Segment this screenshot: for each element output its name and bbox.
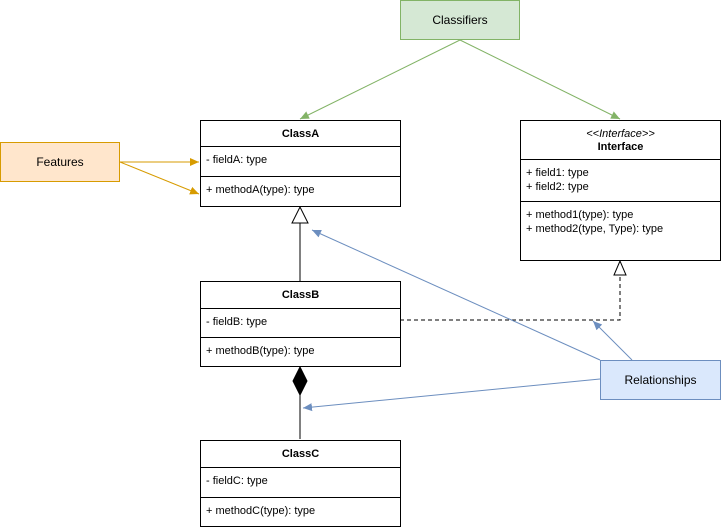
classifiers-to-classa-arrow bbox=[299, 39, 461, 120]
interface-field: + field1: type bbox=[526, 167, 589, 179]
classifiers-to-interface-arrow bbox=[459, 39, 621, 120]
class-a-field: - fieldA: type bbox=[206, 154, 268, 166]
class-b-name: ClassB bbox=[281, 289, 320, 301]
class-b-method: + methodB(type): type bbox=[206, 345, 315, 357]
interface-methods: + method1(type): type + method2(type, Ty… bbox=[521, 202, 720, 260]
class-b-methods: + methodB(type): type bbox=[201, 338, 400, 366]
interface-header: <<Interface>> Interface bbox=[521, 121, 720, 160]
interface-field: + field2: type bbox=[526, 181, 589, 193]
class-b-fields: - fieldB: type bbox=[201, 309, 400, 338]
features-label: Features bbox=[36, 155, 84, 169]
class-c-methods: + methodC(type): type bbox=[201, 498, 400, 526]
class-a-method: + methodA(type): type bbox=[206, 184, 315, 196]
classifiers-note[interactable]: Classifiers bbox=[400, 0, 520, 40]
features-note[interactable]: Features bbox=[0, 142, 120, 182]
class-a-header: ClassA bbox=[201, 121, 400, 147]
interface-box[interactable]: <<Interface>> Interface + field1: type +… bbox=[520, 120, 721, 261]
class-b-header: ClassB bbox=[201, 282, 400, 309]
class-b-box[interactable]: ClassB - fieldB: type + methodB(type): t… bbox=[200, 281, 401, 367]
class-a-methods: + methodA(type): type bbox=[201, 177, 400, 206]
class-a-box[interactable]: ClassA - fieldA: type + methodA(type): t… bbox=[200, 120, 401, 207]
interface-fields: + field1: type + field2: type bbox=[521, 160, 720, 202]
realization-line bbox=[400, 275, 621, 321]
composition-diamond bbox=[292, 365, 308, 397]
class-a-fields: - fieldA: type bbox=[201, 147, 400, 177]
class-a-name: ClassA bbox=[281, 127, 320, 140]
class-b-field: - fieldB: type bbox=[206, 316, 268, 328]
class-c-box[interactable]: ClassC - fieldC: type + methodC(type): t… bbox=[200, 440, 401, 527]
relationships-label: Relationships bbox=[624, 373, 697, 387]
class-c-name: ClassC bbox=[281, 448, 320, 460]
relationships-to-generalization-arrow bbox=[311, 229, 601, 361]
relationships-to-realization-arrow bbox=[592, 320, 633, 361]
interface-name: Interface bbox=[597, 140, 644, 153]
class-c-method: + methodC(type): type bbox=[206, 505, 316, 517]
realization-triangle bbox=[613, 259, 627, 276]
class-c-header: ClassC bbox=[201, 441, 400, 468]
interface-method: + method1(type): type bbox=[526, 209, 634, 221]
generalization-triangle bbox=[291, 205, 309, 224]
classifiers-label: Classifiers bbox=[432, 13, 488, 27]
class-c-fields: - fieldC: type bbox=[201, 468, 400, 498]
interface-stereotype: <<Interface>> bbox=[586, 127, 655, 140]
class-c-field: - fieldC: type bbox=[206, 475, 268, 487]
interface-method: + method2(type, Type): type bbox=[526, 223, 664, 235]
relationships-to-composition-arrow bbox=[302, 378, 601, 412]
relationships-note[interactable]: Relationships bbox=[600, 360, 721, 400]
features-to-method-arrow bbox=[119, 161, 200, 195]
